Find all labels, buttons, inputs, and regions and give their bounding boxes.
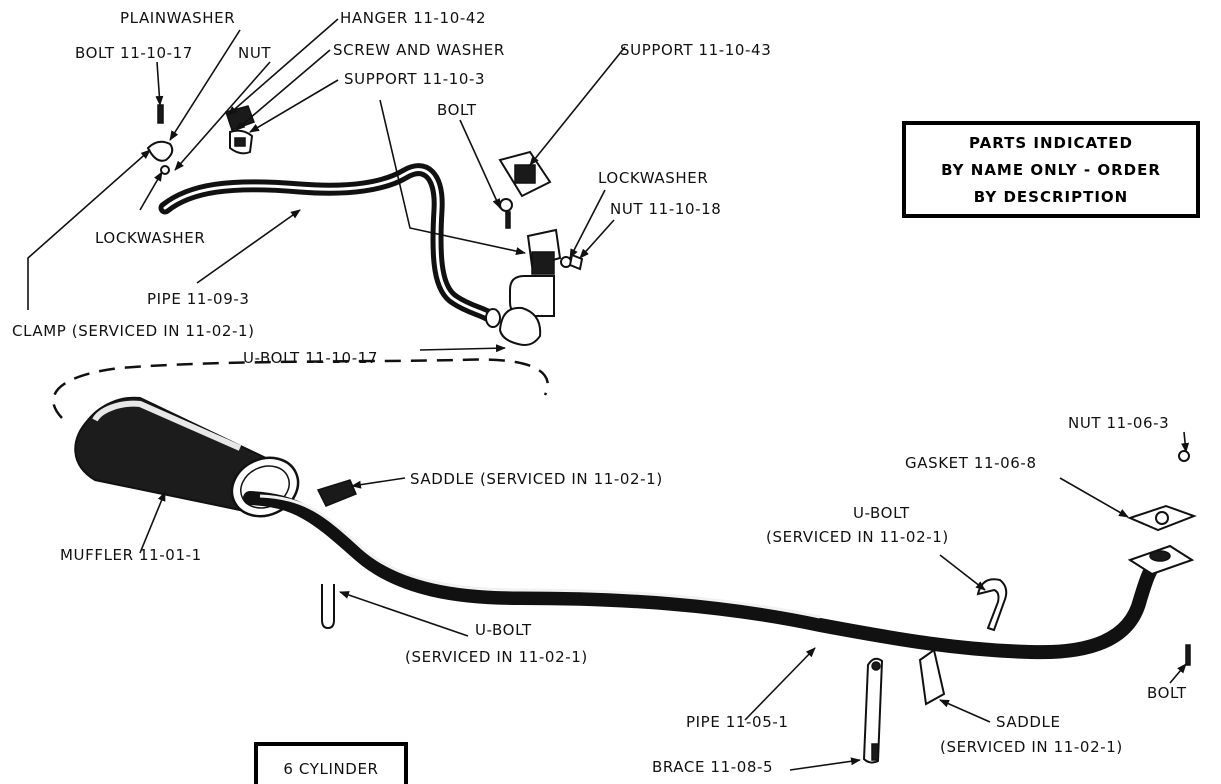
label-lockwasher-right: LOCKWASHER [598, 169, 708, 187]
upper-hardware [146, 104, 584, 346]
label-bolt-lower: BOLT [1147, 684, 1187, 702]
label-u-bolt-lower-note: (SERVICED IN 11-02-1) [405, 648, 588, 666]
label-gasket-11-06-8: GASKET 11-06-8 [905, 454, 1037, 472]
label-saddle-lower-title: SADDLE [996, 713, 1061, 731]
note-line-2: BY NAME ONLY - ORDER [941, 161, 1161, 179]
leader-lines [27, 18, 1190, 771]
dashed-connector [52, 358, 549, 419]
label-saddle-upper: SADDLE (SERVICED IN 11-02-1) [410, 470, 663, 488]
note-line-1: PARTS INDICATED [969, 134, 1133, 152]
label-saddle-lower-note: (SERVICED IN 11-02-1) [940, 738, 1123, 756]
engine-type-box: 6 CYLINDER [254, 742, 408, 784]
label-u-bolt-right-title: U-BOLT [853, 504, 910, 522]
label-screw-and-washer: SCREW AND WASHER [333, 41, 505, 59]
label-support-11-10-3: SUPPORT 11-10-3 [344, 70, 485, 88]
note-line-3: BY DESCRIPTION [974, 188, 1128, 206]
label-muffler-11-01-1: MUFFLER 11-01-1 [60, 546, 202, 564]
muffler [74, 396, 300, 518]
label-nut-11-10-18: NUT 11-10-18 [610, 200, 721, 218]
label-bolt-upper: BOLT [437, 101, 477, 119]
label-clamp: CLAMP (SERVICED IN 11-02-1) [12, 322, 255, 340]
label-plainwasher: PLAINWASHER [120, 9, 235, 27]
lower-hardware [316, 450, 1197, 764]
label-lockwasher-left: LOCKWASHER [95, 229, 205, 247]
label-pipe-11-09-3: PIPE 11-09-3 [147, 290, 250, 308]
label-u-bolt-right-note: (SERVICED IN 11-02-1) [766, 528, 949, 546]
label-u-bolt-11-10-17: U-BOLT 11-10-17 [243, 349, 378, 367]
parts-note-box: PARTS INDICATED BY NAME ONLY - ORDER BY … [902, 121, 1200, 218]
label-u-bolt-lower-title: U-BOLT [475, 621, 532, 639]
label-hanger: HANGER 11-10-42 [340, 9, 486, 27]
label-bolt-11-10-17: BOLT 11-10-17 [75, 44, 193, 62]
label-support-11-10-43: SUPPORT 11-10-43 [620, 41, 771, 59]
upper-pipe [158, 163, 501, 328]
engine-type-label: 6 CYLINDER [283, 760, 378, 778]
label-nut-upper: NUT [238, 44, 271, 62]
label-pipe-11-05-1: PIPE 11-05-1 [686, 713, 789, 731]
label-nut-11-06-3: NUT 11-06-3 [1068, 414, 1169, 432]
lower-pipe [243, 491, 1195, 660]
label-brace-11-08-5: BRACE 11-08-5 [652, 758, 773, 776]
